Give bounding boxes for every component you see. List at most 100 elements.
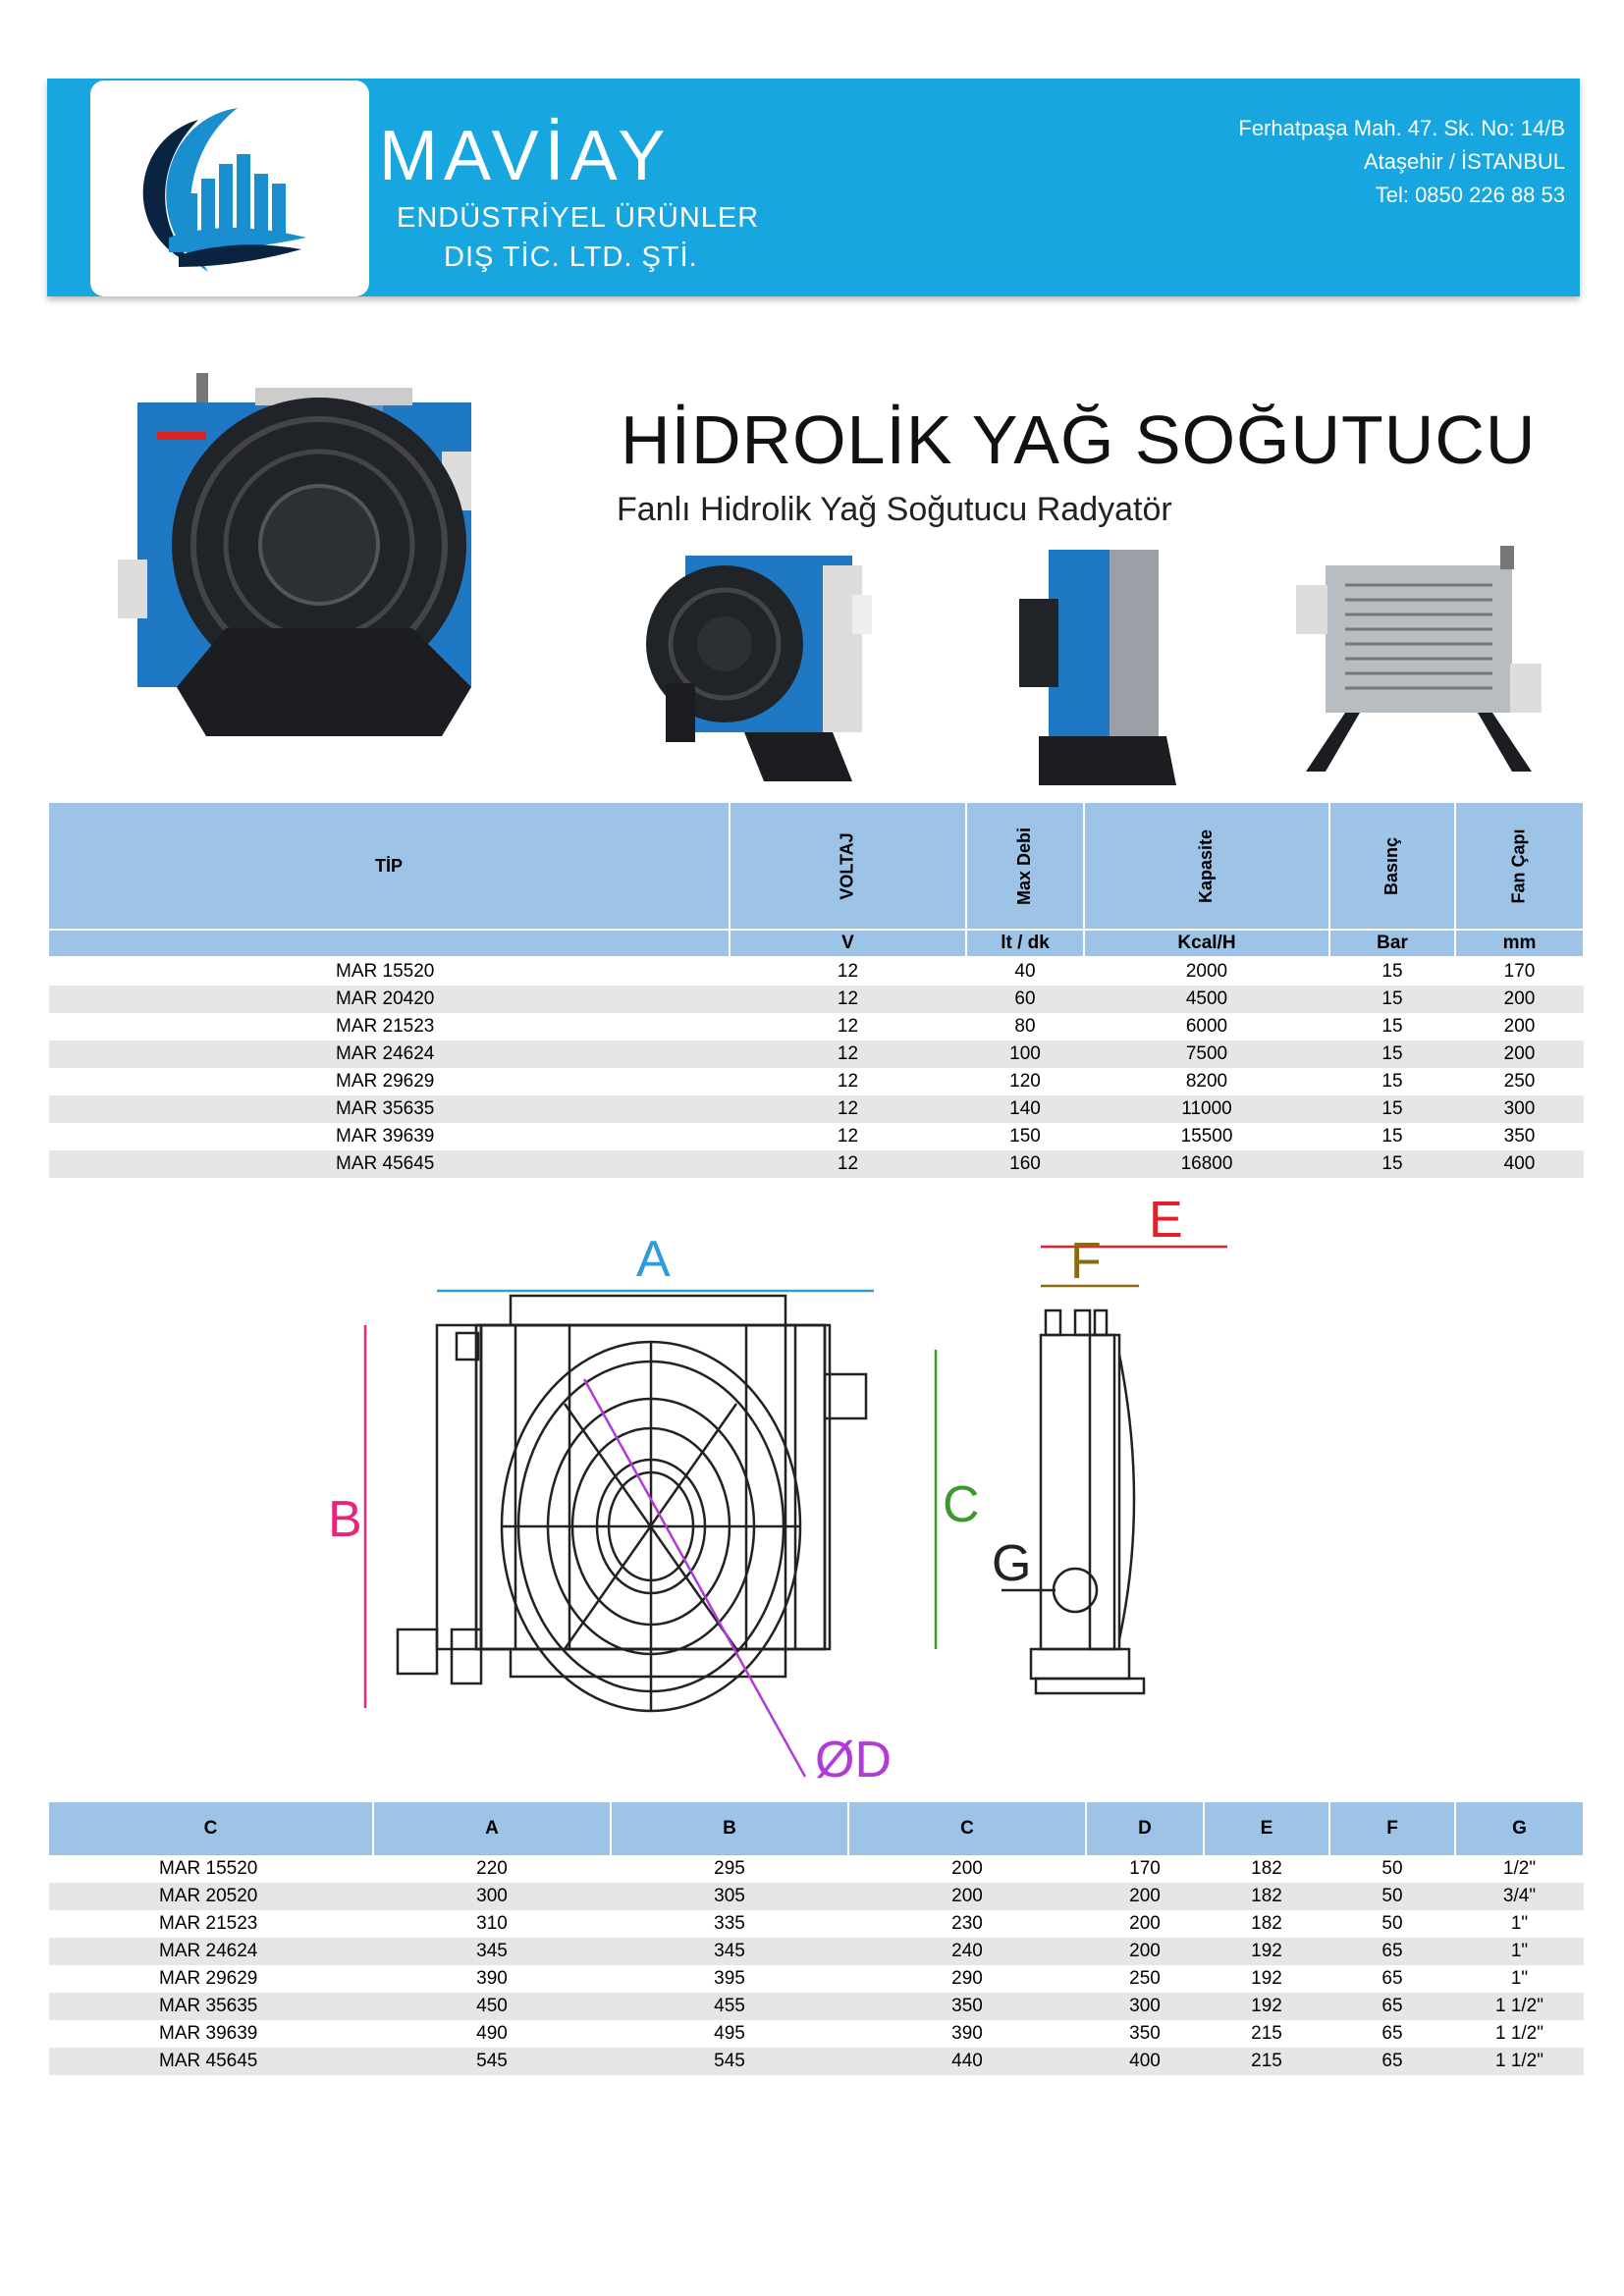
- brand-line-1: ENDÜSTRİYEL ÜRÜNLER: [397, 202, 760, 234]
- cell: MAR 39639: [336, 1126, 435, 1147]
- dim-label-e: E: [1149, 1192, 1183, 1249]
- cell: 395: [714, 1968, 745, 1989]
- cell: 350: [1503, 1126, 1536, 1147]
- cell: 215: [1204, 2048, 1329, 2075]
- cell: 200: [1086, 1938, 1204, 1965]
- cell: 60: [966, 986, 1084, 1013]
- cell: 495: [714, 2023, 745, 2044]
- cell: 192: [1204, 1993, 1329, 2020]
- cell: 490: [476, 2023, 508, 2044]
- cell: 345: [611, 1938, 848, 1965]
- cell: 300: [1086, 1993, 1204, 2020]
- cell: 2000: [1185, 961, 1228, 982]
- cell: MAR 15520: [336, 961, 435, 982]
- dim-label-f: F: [1070, 1233, 1102, 1290]
- cell: 1": [1510, 1913, 1529, 1934]
- cell: 15500: [1180, 1126, 1233, 1147]
- spec-header-flow: Max Debi: [966, 803, 1085, 931]
- cell: 220: [476, 1858, 508, 1879]
- cell: 230: [951, 1913, 983, 1934]
- dim-header: C: [848, 1802, 1087, 1855]
- cell: 545: [611, 2048, 848, 2075]
- cell: 345: [373, 1938, 611, 1965]
- cell: 300: [1455, 1095, 1584, 1123]
- cell: 11000: [1084, 1095, 1329, 1123]
- cell: MAR 45645: [49, 2048, 373, 2075]
- cell: 12: [837, 1016, 859, 1037]
- spec-header-capacity: Kapasite: [1084, 803, 1330, 931]
- product-photo-back: [1296, 546, 1542, 772]
- cell: MAR 29629: [159, 1968, 258, 1989]
- cell: 250: [1503, 1071, 1536, 1092]
- cell: MAR 35635: [49, 1095, 730, 1123]
- page-title: HİDROLİK YAĞ SOĞUTUCU: [621, 401, 1537, 478]
- cell: 65: [1381, 2023, 1403, 2044]
- cell: 15: [1381, 1126, 1403, 1147]
- spec-unit: [49, 930, 731, 958]
- cell: 400: [1086, 2048, 1204, 2075]
- cell: 15: [1329, 1095, 1455, 1123]
- product-photo-main: [118, 373, 471, 736]
- cell: 80: [1014, 1016, 1036, 1037]
- spec-unit: lt / dk: [966, 930, 1085, 958]
- logo-graphic: [142, 108, 306, 272]
- cell: 8200: [1185, 1071, 1228, 1092]
- cell: 15: [1381, 1071, 1403, 1092]
- cell: 200: [1503, 1016, 1536, 1037]
- cell: 182: [1251, 1858, 1282, 1879]
- page-subtitle: Fanlı Hidrolik Yağ Soğutucu Radyatör: [617, 491, 1172, 528]
- cell: MAR 15520: [159, 1858, 258, 1879]
- spec-table: TİP VOLTAJ Max Debi Kapasite Basınç Fan …: [49, 803, 1585, 1178]
- dim-header: D: [1086, 1802, 1205, 1855]
- address-line-1: Ferhatpaşa Mah. 47. Sk. No: 14/B: [1238, 116, 1565, 140]
- logo: [90, 80, 369, 296]
- cell: 335: [714, 1913, 745, 1934]
- cell: 15: [1381, 1016, 1403, 1037]
- dim-label-a: A: [636, 1231, 671, 1288]
- dim-header: A: [373, 1802, 612, 1855]
- cell: 6000: [1185, 1016, 1228, 1037]
- cell: 4500: [1084, 986, 1329, 1013]
- cell: 200: [1455, 986, 1584, 1013]
- cell: 182: [1204, 1883, 1329, 1910]
- dim-header: G: [1455, 1802, 1585, 1855]
- cell: 200: [1129, 1913, 1161, 1934]
- address-line-2: Ataşehir / İSTANBUL: [1364, 149, 1565, 174]
- cell: MAR 24624: [49, 1041, 730, 1068]
- cell: MAR 21523: [159, 1913, 258, 1934]
- cell: 200: [848, 1883, 1086, 1910]
- brand-line-2: DIŞ TİC. LTD. ŞTİ.: [444, 241, 698, 273]
- cell: 310: [476, 1913, 508, 1934]
- cell: 12: [837, 961, 859, 982]
- dim-label-b: B: [328, 1491, 362, 1548]
- dim-header: B: [611, 1802, 849, 1855]
- cell: 65: [1381, 1968, 1403, 1989]
- cell: 390: [476, 1968, 508, 1989]
- cell: 15: [1381, 961, 1403, 982]
- cell: 50: [1329, 1883, 1455, 1910]
- cell: 1 1/2": [1494, 2023, 1543, 2044]
- cell: 50: [1381, 1858, 1403, 1879]
- cell: MAR 20520: [49, 1883, 373, 1910]
- cell: 3/4": [1455, 1883, 1584, 1910]
- cell: 182: [1251, 1913, 1282, 1934]
- cell: 250: [1129, 1968, 1161, 1989]
- cell: 450: [373, 1993, 611, 2020]
- cell: 12: [837, 1126, 859, 1147]
- cell: 305: [611, 1883, 848, 1910]
- cell: 1": [1510, 1968, 1529, 1989]
- spec-header-fan: Fan Çapı: [1455, 803, 1585, 931]
- cell: 390: [951, 2023, 983, 2044]
- cell: 440: [848, 2048, 1086, 2075]
- cell: 170: [1129, 1858, 1161, 1879]
- dim-header: C: [49, 1802, 374, 1855]
- cell: 300: [373, 1883, 611, 1910]
